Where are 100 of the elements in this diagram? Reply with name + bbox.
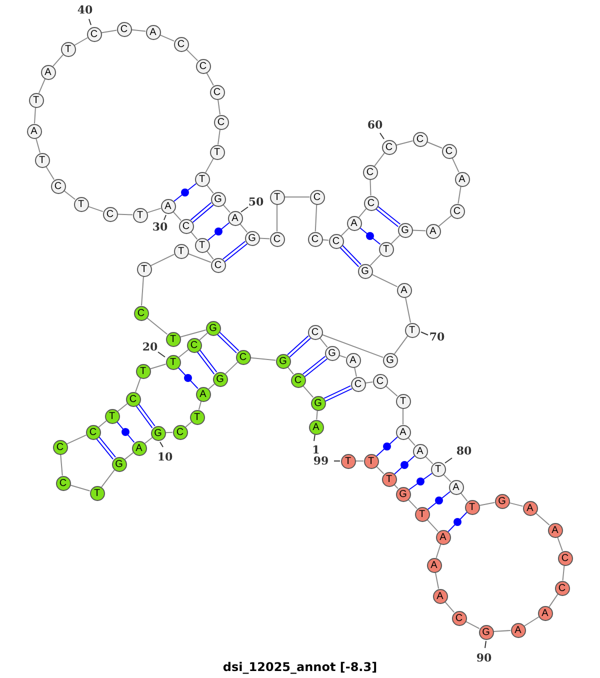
backbone-line: [222, 204, 230, 213]
position-number: 40: [77, 4, 93, 16]
backbone-line: [178, 349, 189, 358]
nucleotide-circle: T: [136, 262, 152, 276]
position-number: 10: [157, 450, 173, 464]
nucleotide-circle: C: [270, 232, 284, 246]
backbone-line: [146, 208, 162, 214]
nucleotide-circle: G: [310, 396, 326, 410]
backbone-line: [438, 215, 452, 227]
backbone-line: [316, 410, 318, 420]
backbone-line: [250, 357, 276, 361]
nucleotide-circle: C: [350, 376, 366, 392]
nucleotide-circle: G: [210, 192, 226, 206]
backbone-line: [396, 140, 414, 146]
nucleotide-circle: A: [346, 216, 362, 230]
nucleotide-circle: G: [212, 372, 228, 386]
backbone-line: [117, 403, 128, 412]
backbone-line: [186, 48, 198, 62]
backbone-line: [376, 466, 384, 474]
backbone-line: [408, 437, 416, 446]
base-pair-line: [427, 491, 451, 510]
nucleotide-circle: C: [372, 374, 388, 388]
position-number: 30: [152, 220, 168, 234]
nucleotide-circle: A: [196, 386, 210, 402]
backbone-line: [190, 231, 198, 240]
backbone-line: [135, 378, 141, 392]
backbone-line: [548, 594, 558, 608]
nucleotide-circle: C: [308, 232, 322, 246]
nucleotide-circle: C: [52, 440, 68, 454]
position-number: 70: [429, 330, 445, 344]
backbone-line: [150, 364, 166, 370]
backbone-line: [492, 630, 512, 632]
backbone-line: [259, 238, 270, 240]
backbone-line: [208, 383, 215, 390]
backbone-line: [98, 420, 107, 428]
nucleotide-circle: T: [132, 208, 148, 222]
base-pair-line: [324, 385, 352, 402]
nucleotide-circle: T: [194, 238, 210, 252]
base-pair-line: [376, 436, 398, 456]
nucleotide-circle: T: [430, 462, 446, 476]
nucleotide-circle: T: [210, 144, 224, 160]
backbone-line: [117, 214, 133, 216]
nucleotide-circle: T: [104, 408, 120, 424]
backbone-line: [188, 253, 212, 263]
backbone-line: [284, 196, 310, 198]
nucleotide-circle: A: [396, 282, 412, 298]
nucleotide-circle: A: [228, 210, 242, 226]
nucleotide-circle: G: [206, 320, 220, 336]
backbone-line: [355, 460, 364, 462]
base-pair-line: [207, 222, 230, 241]
nucleotide-circle: T: [190, 410, 204, 424]
backbone-line: [224, 362, 238, 374]
nucleotide-circle: G: [276, 354, 290, 368]
backbone-line: [74, 37, 88, 46]
base-pair-line: [216, 332, 240, 354]
base-pair-line: [359, 227, 381, 245]
backbone-line: [165, 432, 173, 434]
base-pair-line: [196, 349, 218, 375]
position-number: 99: [313, 454, 329, 468]
backbone-line: [130, 29, 146, 32]
backbone-line: [302, 385, 314, 398]
backbone-line: [218, 98, 220, 116]
nucleotide-circle: A: [426, 224, 440, 238]
backbone-line: [185, 421, 192, 428]
nucleotide-circle: C: [362, 164, 378, 180]
nucleotide-circle: C: [450, 204, 464, 218]
nucleotide-circle: A: [454, 172, 470, 186]
structure-caption: dsi_12025_annot [-8.3]: [222, 660, 378, 674]
nucleotide-circle: C: [382, 140, 396, 154]
nucleotide-circle: C: [86, 26, 102, 42]
backbone-line: [206, 250, 214, 260]
nucleotide-circle: C: [172, 424, 188, 440]
backbone-line: [524, 616, 540, 626]
backbone-line: [557, 536, 563, 552]
backbone-line: [88, 206, 104, 212]
backbone-line: [276, 204, 278, 232]
base-pair-line: [302, 356, 328, 378]
nucleotide-circle: C: [56, 476, 70, 490]
nucleotide-circle: A: [548, 522, 562, 538]
nucleotide-circle: G: [244, 230, 260, 246]
backbone-line: [394, 336, 408, 354]
backbone-line: [124, 452, 134, 460]
base-pair-line: [408, 472, 432, 490]
backbone-line: [370, 179, 372, 196]
nucleotide-circle: C: [210, 84, 224, 100]
base-pair-line: [173, 183, 197, 202]
backbone-line: [322, 334, 384, 358]
nucleotide-circle: C: [290, 372, 306, 388]
nucleotide-circle: C: [442, 144, 456, 158]
backbone-line: [402, 408, 404, 425]
backbone-line: [408, 498, 418, 510]
nucleotide-circle: A: [308, 420, 324, 434]
nucleotide-circle: A: [538, 606, 552, 620]
base-pair-line: [286, 335, 312, 358]
nucleotide-circle: A: [160, 198, 176, 214]
base-pair-line: [375, 206, 401, 228]
base-pair-line: [178, 366, 198, 390]
backbone-line: [199, 332, 208, 340]
backbone-line: [424, 456, 434, 464]
nucleotide-circle: A: [132, 440, 146, 456]
